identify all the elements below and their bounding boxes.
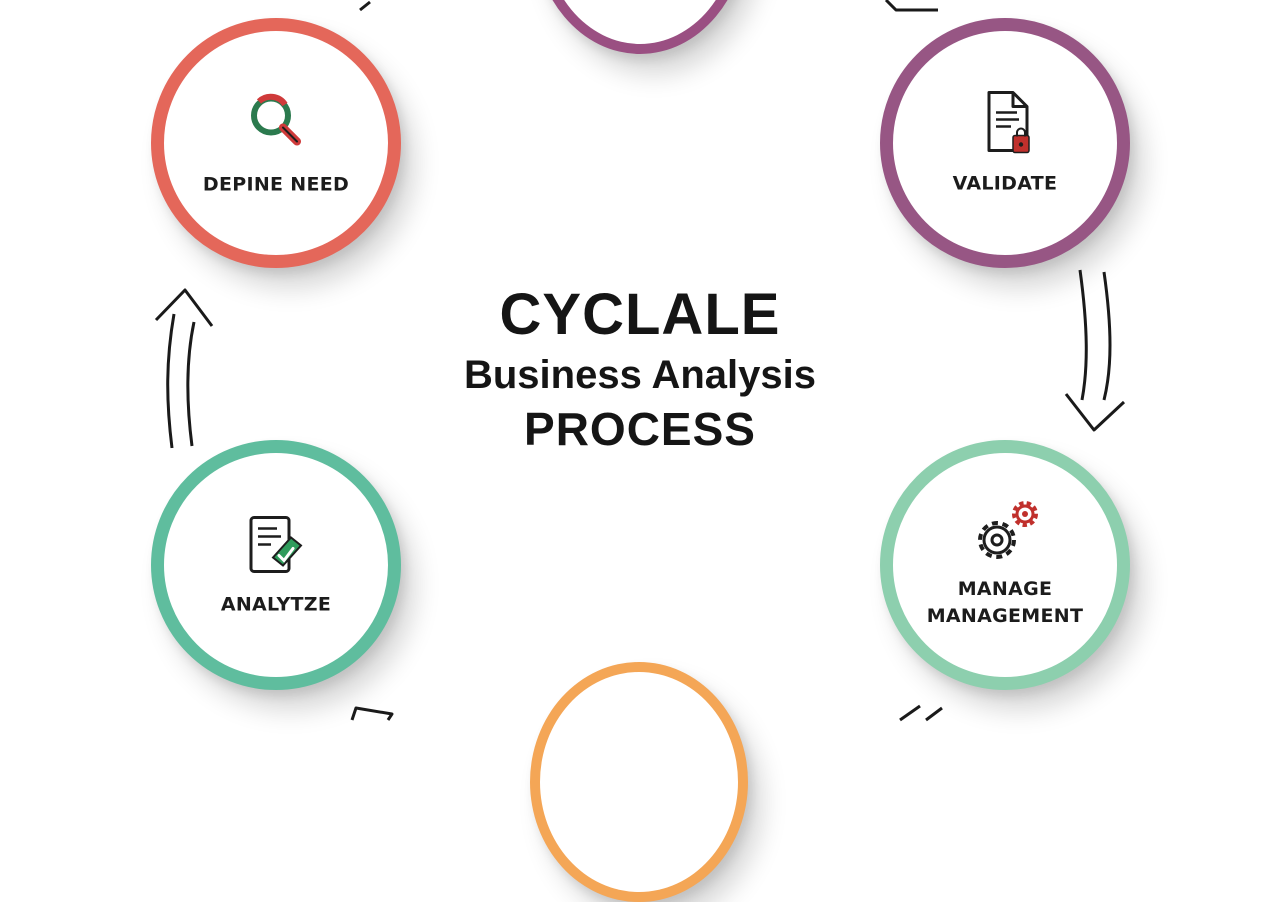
node-manage[interactable]: MANAGE MANAGEMENT [880,440,1130,690]
node-validate[interactable]: VALIDATE [880,18,1130,268]
manage-label-line2: MANAGEMENT [926,605,1084,627]
checklist-icon [249,516,303,573]
magnifier-icon [251,93,301,146]
node-analyze[interactable]: ANALYTZE [151,440,401,690]
title-line-1: CYCLALE [499,282,781,347]
center-title: CYCLALE Business Analysis PROCESS [390,280,890,458]
define-need-label: DEPINE NEED [202,173,350,196]
arrow-up-left [154,288,214,449]
node-bottom-partial [530,662,748,902]
node-define-need[interactable]: DEPINE NEED [151,18,401,268]
node-top-partial [533,0,747,54]
cycle-diagram: DEPINE NEED VALIDATE [151,0,1130,902]
gears-icon [978,501,1038,559]
title-line-2: Business Analysis [463,353,816,397]
arrow-fragment-top-right [884,0,938,12]
manage-label-line1: MANAGE [957,578,1053,600]
document-icon [987,91,1030,154]
validate-label: VALIDATE [952,172,1058,195]
arrow-down-right [1064,269,1126,432]
arrow-fragment-top-left [359,0,371,12]
analyze-label: ANALYTZE [220,593,332,616]
arrow-fragment-bottom-right [899,704,943,722]
arrow-fragment-bottom-left [350,706,394,721]
title-line-3: PROCESS [524,403,756,455]
